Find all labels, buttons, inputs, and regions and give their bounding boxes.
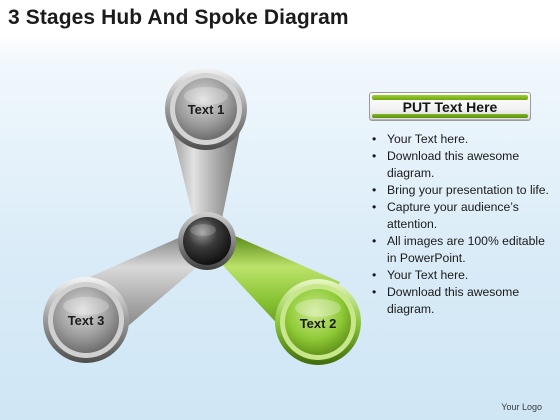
node-text-3: Text 3 (43, 277, 129, 363)
bullet-item: Your Text here. (372, 131, 557, 148)
bullet-list: Your Text here. Download this awesome di… (372, 131, 557, 318)
bullet-item: Download this awesome diagram. (372, 284, 557, 318)
hub-circle (178, 212, 236, 270)
node-label-2: Text 2 (300, 316, 337, 331)
panel-header: PUT Text Here (369, 92, 531, 121)
bullet-item: Download this awesome diagram. (372, 148, 557, 182)
page-title: 3 Stages Hub And Spoke Diagram (8, 6, 349, 29)
node-text-2: Text 2 (275, 279, 361, 365)
bullet-item: All images are 100% editable in PowerPoi… (372, 233, 557, 267)
node-label-3: Text 3 (68, 313, 105, 328)
node-label-1: Text 1 (188, 102, 225, 117)
bullet-item: Your Text here. (372, 267, 557, 284)
bullet-item: Bring your presentation to life. (372, 182, 557, 199)
node-text-1: Text 1 (165, 68, 247, 150)
bullet-item: Capture your audience’s attention. (372, 199, 557, 233)
panel-header-text: PUT Text Here (402, 99, 498, 115)
logo-text: Your Logo (501, 402, 542, 412)
